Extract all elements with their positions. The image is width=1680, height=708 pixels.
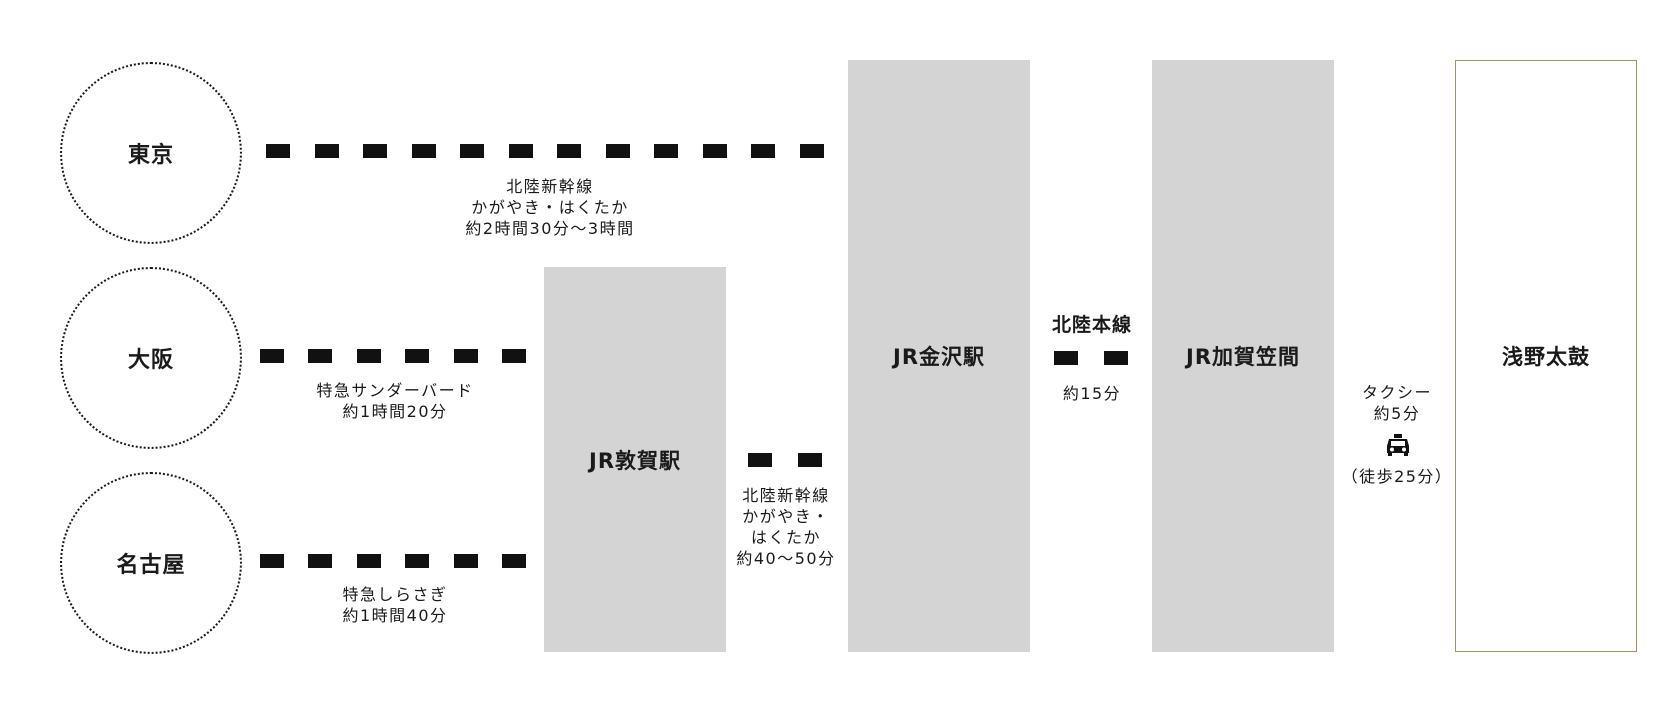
route-osaka-time: 約1時間20分 bbox=[342, 402, 448, 421]
route-taxi-caption: タクシー 約5分 bbox=[1340, 382, 1454, 424]
station-kanazawa-label: JR金沢駅 bbox=[893, 345, 985, 369]
route-nagoya-time: 約1時間40分 bbox=[342, 606, 448, 625]
route-osaka-train: 特急サンダーバード bbox=[316, 381, 474, 400]
route-tsuruga-line: 北陸新幹線 bbox=[742, 486, 830, 505]
route-kanazawa-kaga-time: 約15分 bbox=[1062, 384, 1122, 403]
origin-nagoya: 名古屋 bbox=[60, 472, 242, 654]
origin-tokyo-label: 東京 bbox=[127, 143, 174, 168]
taxi-icon bbox=[1387, 434, 1409, 456]
route-osaka-line bbox=[260, 349, 526, 363]
route-tsuruga-kanazawa-line bbox=[748, 453, 822, 467]
route-taxi-walk-text: （徒歩25分） bbox=[1341, 467, 1453, 486]
origin-tokyo: 東京 bbox=[60, 62, 242, 244]
route-nagoya-train: 特急しらさぎ bbox=[342, 585, 448, 604]
route-kanazawa-kaga-line bbox=[1054, 351, 1128, 365]
station-kanazawa: JR金沢駅 bbox=[848, 60, 1030, 652]
route-tokyo-kanazawa-line bbox=[266, 144, 824, 158]
origin-osaka-label: 大阪 bbox=[127, 348, 174, 373]
destination-box: 浅野太鼓 bbox=[1455, 60, 1637, 652]
route-taxi-time: 約5分 bbox=[1373, 404, 1421, 423]
route-tsuruga-caption: 北陸新幹線 かがやき・ はくたか 約40〜50分 bbox=[730, 485, 842, 569]
route-tokyo-line: 北陸新幹線 bbox=[506, 177, 594, 196]
route-tokyo-time: 約2時間30分〜3時間 bbox=[465, 219, 635, 238]
route-nagoya-line bbox=[260, 554, 526, 568]
destination-label: 浅野太鼓 bbox=[1502, 345, 1590, 369]
origin-osaka: 大阪 bbox=[60, 267, 242, 449]
route-kanazawa-kaga-caption: 約15分 bbox=[1038, 383, 1146, 404]
station-kagakasama-label: JR加賀笠間 bbox=[1186, 345, 1300, 369]
route-tokyo-trains: かがやき・はくたか bbox=[471, 198, 629, 217]
station-tsuruga-label: JR敦賀駅 bbox=[589, 448, 681, 473]
route-kanazawa-kaga-line-name: 北陸本線 bbox=[1051, 314, 1132, 336]
route-tokyo-caption: 北陸新幹線 かがやき・はくたか 約2時間30分〜3時間 bbox=[430, 176, 670, 239]
route-taxi-walk: （徒歩25分） bbox=[1336, 466, 1458, 487]
route-tsuruga-trains-1: かがやき・ bbox=[742, 507, 830, 526]
route-tsuruga-time: 約40〜50分 bbox=[736, 549, 836, 568]
station-kagakasama: JR加賀笠間 bbox=[1152, 60, 1334, 652]
origin-nagoya-label: 名古屋 bbox=[116, 553, 186, 578]
route-osaka-caption: 特急サンダーバード 約1時間20分 bbox=[270, 380, 520, 422]
route-nagoya-caption: 特急しらさぎ 約1時間40分 bbox=[270, 584, 520, 626]
route-tsuruga-trains-2: はくたか bbox=[750, 528, 821, 547]
station-tsuruga: JR敦賀駅 bbox=[544, 267, 726, 652]
route-taxi-mode: タクシー bbox=[1361, 383, 1432, 402]
